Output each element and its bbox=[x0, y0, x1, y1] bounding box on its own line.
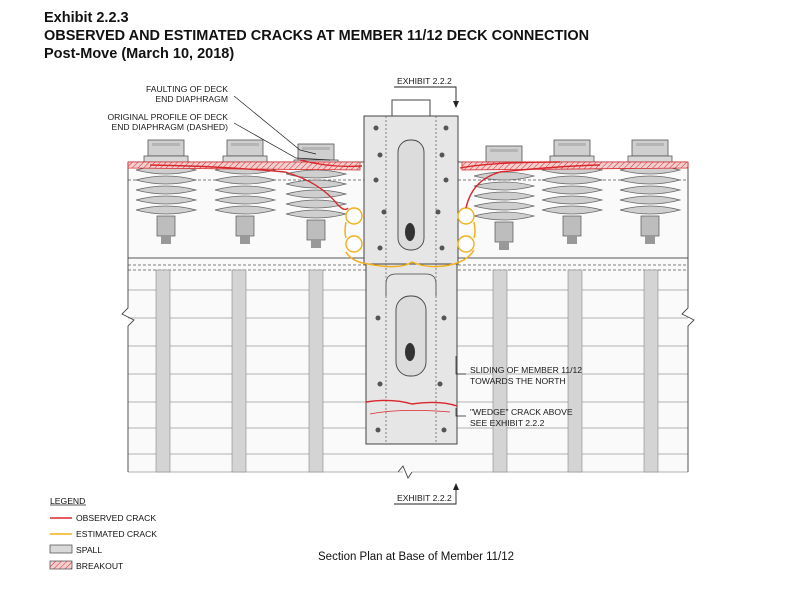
callout-sliding-1: SLIDING OF MEMBER 11/12 bbox=[470, 365, 582, 375]
legend-observed: OBSERVED CRACK bbox=[76, 513, 157, 523]
callout-original-1: ORIGINAL PROFILE OF DECK bbox=[108, 112, 229, 122]
member-11-12 bbox=[363, 99, 459, 445]
section-marker-bottom: EXHIBIT 2.2.2 bbox=[394, 483, 459, 505]
legend-breakout: BREAKOUT bbox=[76, 561, 124, 571]
exhibit-ref-bottom: EXHIBIT 2.2.2 bbox=[397, 493, 452, 503]
page-title: OBSERVED AND ESTIMATED CRACKS AT MEMBER … bbox=[44, 28, 590, 44]
estimated-cracks bbox=[344, 221, 476, 268]
callout-sliding-2: TOWARDS THE NORTH bbox=[470, 376, 566, 386]
callout-original-2: END DIAPHRAGM (DASHED) bbox=[111, 122, 228, 132]
observed-cracks bbox=[149, 159, 601, 415]
callouts bbox=[233, 95, 466, 417]
callout-wedge-2: SEE EXHIBIT 2.2.2 bbox=[470, 418, 545, 428]
page-subtitle: Post-Move (March 10, 2018) bbox=[44, 46, 235, 62]
anchor-holes bbox=[345, 207, 475, 253]
drawing-caption: Section Plan at Base of Member 11/12 bbox=[318, 551, 515, 563]
legend-breakout-swatch bbox=[49, 560, 73, 570]
exhibit-number: Exhibit 2.2.3 bbox=[44, 10, 129, 26]
legend-spall: SPALL bbox=[76, 545, 103, 555]
callout-faulting-2: END DIAPHRAGM bbox=[155, 94, 228, 104]
callout-wedge-1: "WEDGE" CRACK ABOVE bbox=[470, 407, 573, 417]
callout-faulting-1: FAULTING OF DECK bbox=[146, 84, 228, 94]
legend-title: LEGEND bbox=[50, 496, 86, 506]
exhibit-ref-top: EXHIBIT 2.2.2 bbox=[397, 76, 452, 86]
section-marker-top: EXHIBIT 2.2.2 bbox=[394, 76, 459, 108]
legend-spall-swatch bbox=[49, 544, 73, 554]
legend-swatches bbox=[49, 504, 86, 570]
legend-estimated: ESTIMATED CRACK bbox=[76, 529, 158, 539]
